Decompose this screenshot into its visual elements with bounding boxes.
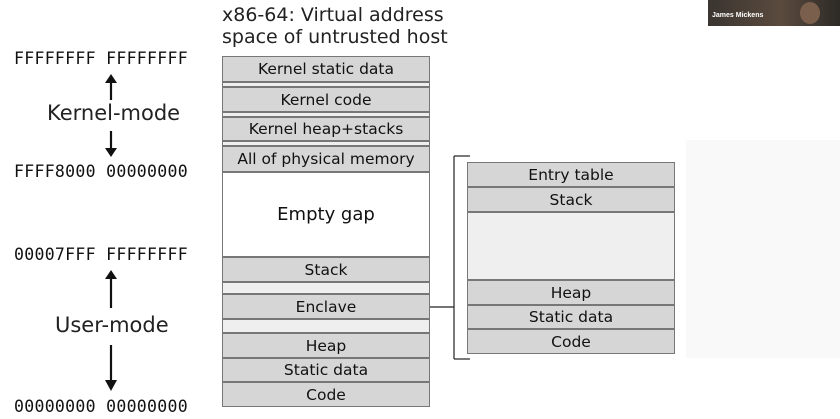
speaker-avatar xyxy=(800,2,820,24)
enclave-connector xyxy=(430,155,470,360)
user-down-arrow-icon xyxy=(105,345,117,391)
enclave-heap: Heap xyxy=(467,280,675,305)
segment-physical-memory: All of physical memory xyxy=(222,146,430,172)
segment-gap xyxy=(222,282,430,294)
segment-code: Code xyxy=(222,382,430,407)
title-line-1: x86-64: Virtual address xyxy=(222,4,444,26)
segment-heap: Heap xyxy=(222,333,430,358)
segment-empty-gap: Empty gap xyxy=(222,172,430,257)
enclave-code: Code xyxy=(467,329,675,354)
kernel-mode-label: Kernel-mode xyxy=(47,101,181,125)
segment-kernel-static-data: Kernel static data xyxy=(222,56,430,82)
title-line-2: space of untrusted host xyxy=(222,26,448,48)
user-up-arrow-icon xyxy=(105,270,117,308)
background-panel xyxy=(686,140,840,358)
address-user-top: 00007FFF FFFFFFFF xyxy=(14,245,188,264)
segment-gap xyxy=(222,112,430,117)
segment-gap xyxy=(222,141,430,146)
segment-gap xyxy=(222,82,430,87)
user-mode-label: User-mode xyxy=(55,313,169,337)
kernel-up-arrow-icon xyxy=(105,74,117,100)
enclave-stack: Stack xyxy=(467,187,675,212)
webcam-thumbnail[interactable]: James Mickens xyxy=(708,0,840,26)
speaker-name: James Mickens xyxy=(712,12,764,19)
segment-static-data: Static data xyxy=(222,358,430,382)
address-kernel-base: FFFF8000 00000000 xyxy=(14,162,188,181)
diagram-title: x86-64: Virtual address space of untrust… xyxy=(222,4,482,48)
enclave-static-data: Static data xyxy=(467,305,675,329)
segment-enclave: Enclave xyxy=(222,294,430,319)
segment-kernel-heap-stacks: Kernel heap+stacks xyxy=(222,117,430,141)
kernel-down-arrow-icon xyxy=(105,131,117,157)
enclave-entry-table: Entry table xyxy=(467,162,675,187)
segment-stack: Stack xyxy=(222,257,430,282)
address-bottom: 00000000 00000000 xyxy=(14,397,188,416)
address-top: FFFFFFFF FFFFFFFF xyxy=(14,49,188,68)
segment-kernel-code: Kernel code xyxy=(222,87,430,112)
segment-gap xyxy=(222,319,430,333)
enclave-gap xyxy=(467,212,675,280)
